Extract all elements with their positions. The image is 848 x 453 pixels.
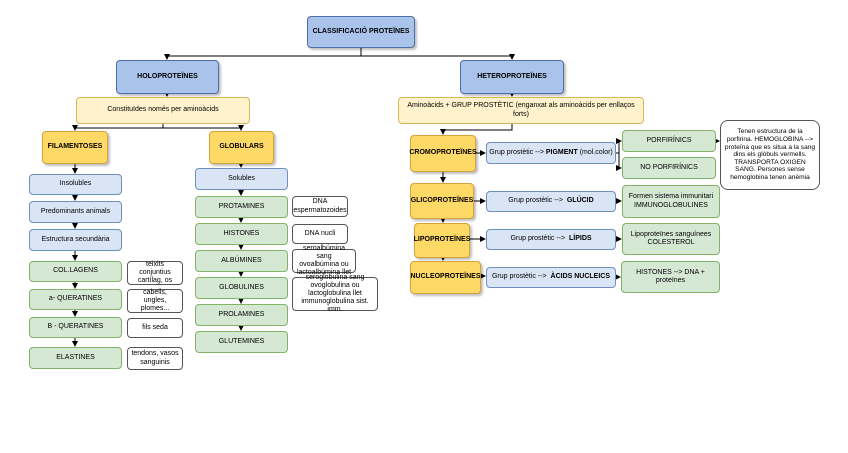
holoproteines-node: HOLOPROTEÏNES [116,60,219,94]
glob-item-histones: HISTONES [195,223,288,245]
nucleo-prosthetic-prefix: Grup prostètic --> [491,273,551,281]
edge-root-holo [164,48,362,60]
edge-prost-porf [616,138,622,154]
holoproteines-desc: Constituïdes només per aminoàcids [76,97,250,124]
fil-note-a-queratines: cabells, ungles, plomes... [127,289,183,313]
fil-item-collagens: COL.LAGENS [29,261,122,282]
edge-desc-glob [162,124,244,131]
glob-item-globulines: GLOBULINES [195,277,288,299]
lipo-prosthetic-prefix: Grup prostètic --> [510,235,569,243]
filamentoses-node: FILAMENTOSES [42,131,108,164]
lipoproteines-node: LIPOPROTEÏNES [414,223,470,258]
edge-root-hetero [360,48,515,60]
nucleoproteines-node: NUCLEOPROTEÏNES [410,261,481,294]
edge-desc-fil [72,124,164,131]
glico-prosthetic: Grup prostètic --> GLÚCID [486,191,616,212]
glob-note-albumines: seroalbúmina sang ovoalbúmina ou lactoal… [292,245,356,276]
glob-item-glutemines: GLUTEMINES [195,331,288,353]
glob-item-protamines: PROTAMINES [195,196,288,218]
cromo-sub-porfirinics: PORFIRÍNICS [622,130,716,152]
fil-prop-estructura: Estructura secundària [29,229,122,251]
glico-prosthetic-prefix: Grup prostètic --> [508,197,567,205]
glob-item-prolamines: PROLAMINES [195,304,288,326]
cromo-prosthetic-key: PIGMENT [545,148,578,156]
glob-note-globulines: seroglobulina sang ovoglobulina ou lacto… [292,274,378,313]
glico-prosthetic-key: GLÚCID [566,197,594,205]
lipo-prosthetic: Grup prostètic --> LÍPIDS [486,229,616,250]
fil-prop-animals: Predominants animals [29,201,122,223]
glob-note-protamines: DNA espermatozoides [292,196,348,217]
fil-item-elastines: ELASTINES [29,347,122,369]
nucleo-prosthetic: Grup prostètic --> ÀCIDS NUCLEICS [486,267,616,288]
glob-note-histones: DNA nucli [292,224,348,244]
cromo-prosthetic: Grup prostètic --> PIGMENT (mol.color) [486,142,616,164]
cromo-note: Tenen estructura de la porfirina. HEMOGL… [720,120,820,190]
glicoproteines-node: GLICOPROTEÏNES [410,183,474,219]
fil-note-elastines: tendons, vasos sanguinis [127,347,183,370]
edge-prost-noporf [616,152,622,171]
heteroproteines-desc: Aminoàcids + GRUP PROSTÈTIC (enganxat al… [398,97,644,124]
fil-item-b-queratines: B - QUERATINES [29,317,122,338]
cromo-sub-no-porfirinics: NO PORFIRÍNICS [622,157,716,179]
fil-note-collagens: teixits conjuntius cartílag, os [127,261,183,285]
glico-example: Formen sistema immunitari IMMUNOGLOBULIN… [622,185,720,218]
lipo-prosthetic-key: LÍPIDS [568,235,592,243]
edge-hdesc-cromo [440,124,513,135]
lipo-example: Lipoproteïnes sanguínees COLESTEROL [622,223,720,255]
glob-item-albumines: ALBÚMINES [195,250,288,272]
fil-item-a-queratines: a- QUERATINES [29,289,122,310]
fil-note-b-queratines: fils seda [127,318,183,338]
cromo-prosthetic-prefix: Grup prostètic --> [489,148,546,156]
heteroproteines-node: HETEROPROTEÏNES [460,60,564,94]
fil-prop-insolubles: Insolubles [29,174,122,195]
root-node: CLASSIFICACIÓ PROTEÏNES [307,16,415,48]
glob-prop-solubles: Solubles [195,168,288,190]
nucleo-prosthetic-key: ÀCIDS NUCLEICS [550,273,611,281]
globulars-node: GLOBULARS [209,131,274,164]
cromo-prosthetic-suffix: (mol.color) [577,148,613,156]
cromoproteines-node: CROMOPROTEÏNES [409,135,477,172]
nucleo-example: HISTONES --> DNA + proteïnes [621,261,720,293]
